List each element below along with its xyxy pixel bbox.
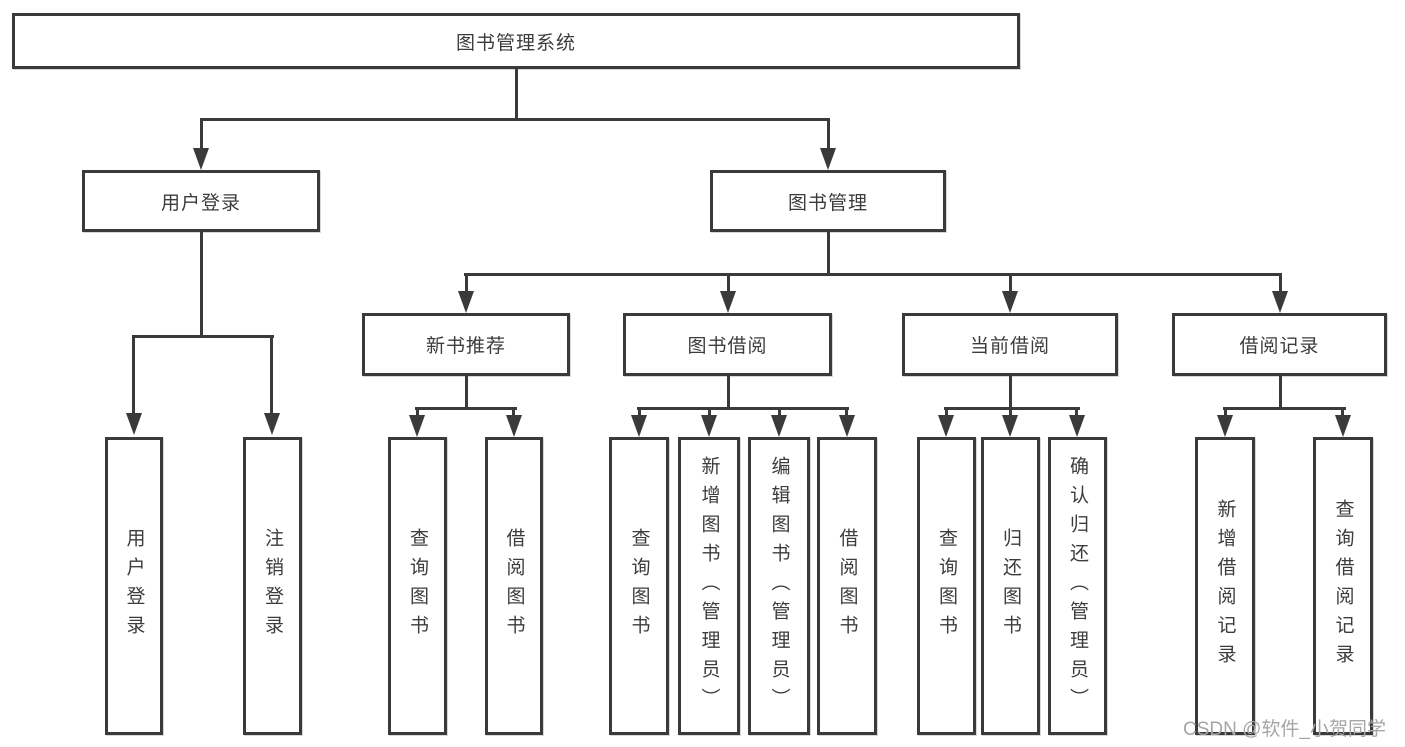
node-borrowing-records: 借阅记录 bbox=[1172, 313, 1387, 376]
arrow-down-icon bbox=[1069, 415, 1085, 437]
connector-line bbox=[638, 407, 641, 415]
arrow-down-icon bbox=[631, 415, 647, 437]
arrow-down-icon bbox=[938, 415, 954, 437]
connector-line bbox=[845, 407, 848, 415]
leaf-label: 借阅图书 bbox=[503, 528, 525, 644]
node-label: 图书管理系统 bbox=[455, 32, 576, 54]
connector-line bbox=[465, 374, 468, 407]
node-book-borrowing: 图书借阅 bbox=[623, 313, 832, 376]
connector-line bbox=[132, 335, 274, 338]
leaf-current-query-books: 查询图书 bbox=[917, 437, 976, 735]
connector-line bbox=[1009, 273, 1012, 291]
leaf-logout-login: 注销登录 bbox=[243, 437, 302, 735]
leaf-label: 确认归还（管理员） bbox=[1067, 455, 1088, 717]
leaf-label: 编辑图书（管理员） bbox=[768, 455, 790, 717]
connector-line bbox=[945, 407, 948, 415]
arrow-down-icon bbox=[1002, 291, 1018, 313]
arrow-down-icon bbox=[1002, 415, 1018, 437]
leaf-label: 新增借阅记录 bbox=[1214, 499, 1236, 673]
leaf-label: 查询图书 bbox=[936, 528, 957, 644]
node-label: 用户登录 bbox=[160, 192, 241, 214]
arrow-down-icon bbox=[839, 415, 855, 437]
node-library-management-system: 图书管理系统 bbox=[12, 13, 1020, 69]
arrow-down-icon bbox=[720, 291, 736, 313]
connector-line bbox=[200, 118, 203, 149]
node-user-login: 用户登录 bbox=[82, 170, 320, 232]
arrow-down-icon bbox=[1272, 291, 1288, 313]
arrow-down-icon bbox=[264, 413, 280, 435]
leaf-borrow-edit-books-admin: 编辑图书（管理员） bbox=[748, 437, 810, 735]
leaf-label: 查询图书 bbox=[407, 528, 428, 644]
leaf-label: 注销登录 bbox=[262, 528, 283, 644]
leaf-user-login: 用户登录 bbox=[105, 437, 163, 735]
connector-line bbox=[1279, 374, 1282, 407]
node-label: 新书推荐 bbox=[425, 336, 506, 357]
node-new-book-recommendation: 新书推荐 bbox=[362, 313, 570, 376]
connector-line bbox=[944, 407, 1080, 410]
leaf-label: 借阅图书 bbox=[836, 528, 858, 644]
connector-line bbox=[132, 335, 135, 413]
connector-line bbox=[708, 407, 711, 415]
leaf-borrow-query-books: 查询图书 bbox=[609, 437, 669, 735]
leaf-label: 归还图书 bbox=[1000, 528, 1021, 644]
leaf-records-add-borrow-record: 新增借阅记录 bbox=[1195, 437, 1255, 735]
node-book-management: 图书管理 bbox=[710, 170, 946, 232]
connector-line bbox=[1223, 407, 1346, 410]
leaf-current-confirm-return-admin: 确认归还（管理员） bbox=[1048, 437, 1107, 735]
connector-line bbox=[1009, 374, 1012, 407]
leaf-records-query-borrow-record: 查询借阅记录 bbox=[1313, 437, 1373, 735]
connector-line bbox=[1341, 407, 1344, 415]
csdn-watermark: CSDN @软件_小贺同学 bbox=[1183, 719, 1386, 740]
connector-line bbox=[827, 231, 830, 273]
arrow-down-icon bbox=[458, 291, 474, 313]
leaf-borrow-borrow-books: 借阅图书 bbox=[817, 437, 877, 735]
connector-line bbox=[416, 407, 419, 415]
leaf-label: 查询借阅记录 bbox=[1332, 499, 1354, 673]
node-label: 图书借阅 bbox=[687, 336, 768, 357]
arrow-down-icon bbox=[1335, 415, 1351, 437]
connector-line bbox=[727, 273, 730, 291]
connector-line bbox=[827, 118, 830, 149]
leaf-label: 查询图书 bbox=[628, 528, 650, 644]
arrow-down-icon bbox=[409, 415, 425, 437]
connector-line bbox=[727, 374, 730, 407]
leaf-newbooks-query-books: 查询图书 bbox=[388, 437, 447, 735]
node-label: 图书管理 bbox=[787, 192, 868, 214]
arrow-down-icon bbox=[1217, 415, 1233, 437]
arrow-down-icon bbox=[506, 415, 522, 437]
connector-line bbox=[1224, 407, 1227, 415]
connector-line bbox=[464, 273, 1282, 276]
leaf-borrow-add-books-admin: 新增图书（管理员） bbox=[678, 437, 740, 735]
connector-line bbox=[465, 273, 468, 291]
connector-line bbox=[778, 407, 781, 415]
node-current-borrowing: 当前借阅 bbox=[902, 313, 1118, 376]
connector-line bbox=[1075, 407, 1078, 415]
connector-line bbox=[637, 407, 849, 410]
connector-line bbox=[200, 231, 203, 335]
leaf-current-return-books: 归还图书 bbox=[981, 437, 1040, 735]
arrow-down-icon bbox=[771, 415, 787, 437]
connector-line bbox=[200, 118, 830, 121]
arrow-down-icon bbox=[701, 415, 717, 437]
connector-line bbox=[1279, 273, 1282, 291]
arrow-down-icon bbox=[126, 413, 142, 435]
connector-line bbox=[415, 407, 517, 410]
node-label: 借阅记录 bbox=[1239, 336, 1320, 357]
connector-line bbox=[512, 407, 515, 415]
connector-line bbox=[270, 335, 273, 413]
leaf-label: 新增图书（管理员） bbox=[698, 455, 720, 717]
node-label: 当前借阅 bbox=[969, 336, 1050, 357]
connector-line bbox=[1009, 407, 1012, 415]
arrow-down-icon bbox=[193, 148, 209, 170]
arrow-down-icon bbox=[820, 148, 836, 170]
leaf-label: 用户登录 bbox=[123, 528, 145, 644]
connector-line bbox=[515, 67, 518, 118]
leaf-newbooks-borrow-books: 借阅图书 bbox=[485, 437, 543, 735]
